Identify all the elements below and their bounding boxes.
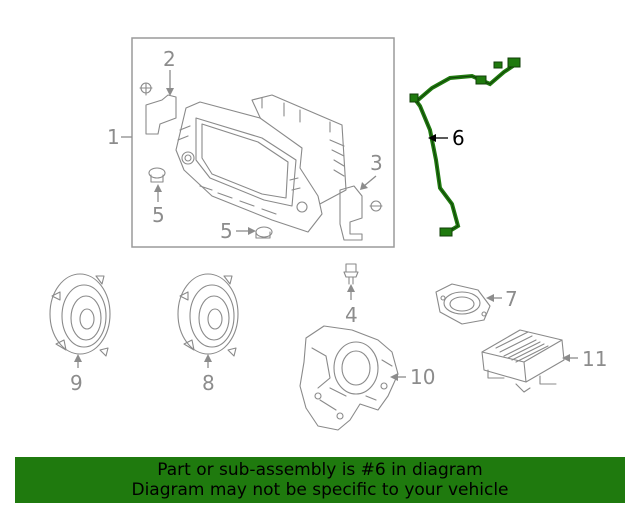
callout-5-lower: 5 [220,219,233,243]
banner-line-2: Diagram may not be specific to your vehi… [131,480,509,500]
speaker-bracket-10 [299,325,399,431]
callout-10: 10 [410,365,435,389]
callout-7: 7 [505,287,518,311]
head-unit [175,94,347,233]
callout-4: 4 [345,303,358,327]
bracket-left [139,82,177,135]
callout-9: 9 [70,371,83,395]
callout-1: 1 [107,125,120,149]
callout-2: 2 [163,47,176,71]
callout-5-upper: 5 [152,203,165,227]
screw-5-lower [255,226,273,239]
bracket-right [339,185,383,241]
speaker-8 [177,273,239,357]
callout-6: 6 [452,126,465,150]
amplifier-module-11 [481,329,565,393]
screw-5-upper [148,167,166,183]
head-unit-group-box [131,37,395,248]
tweeter-7 [435,283,491,325]
callout-11: 11 [582,347,607,371]
banner-line-1: Part or sub-assembly is #6 in diagram [157,460,483,480]
info-banner: Part or sub-assembly is #6 in diagram Di… [15,457,625,503]
speaker-9 [49,273,111,357]
bolt-4 [343,263,359,285]
antenna-cable-highlighted [409,57,521,237]
callout-8: 8 [202,371,215,395]
callout-3: 3 [370,151,383,175]
